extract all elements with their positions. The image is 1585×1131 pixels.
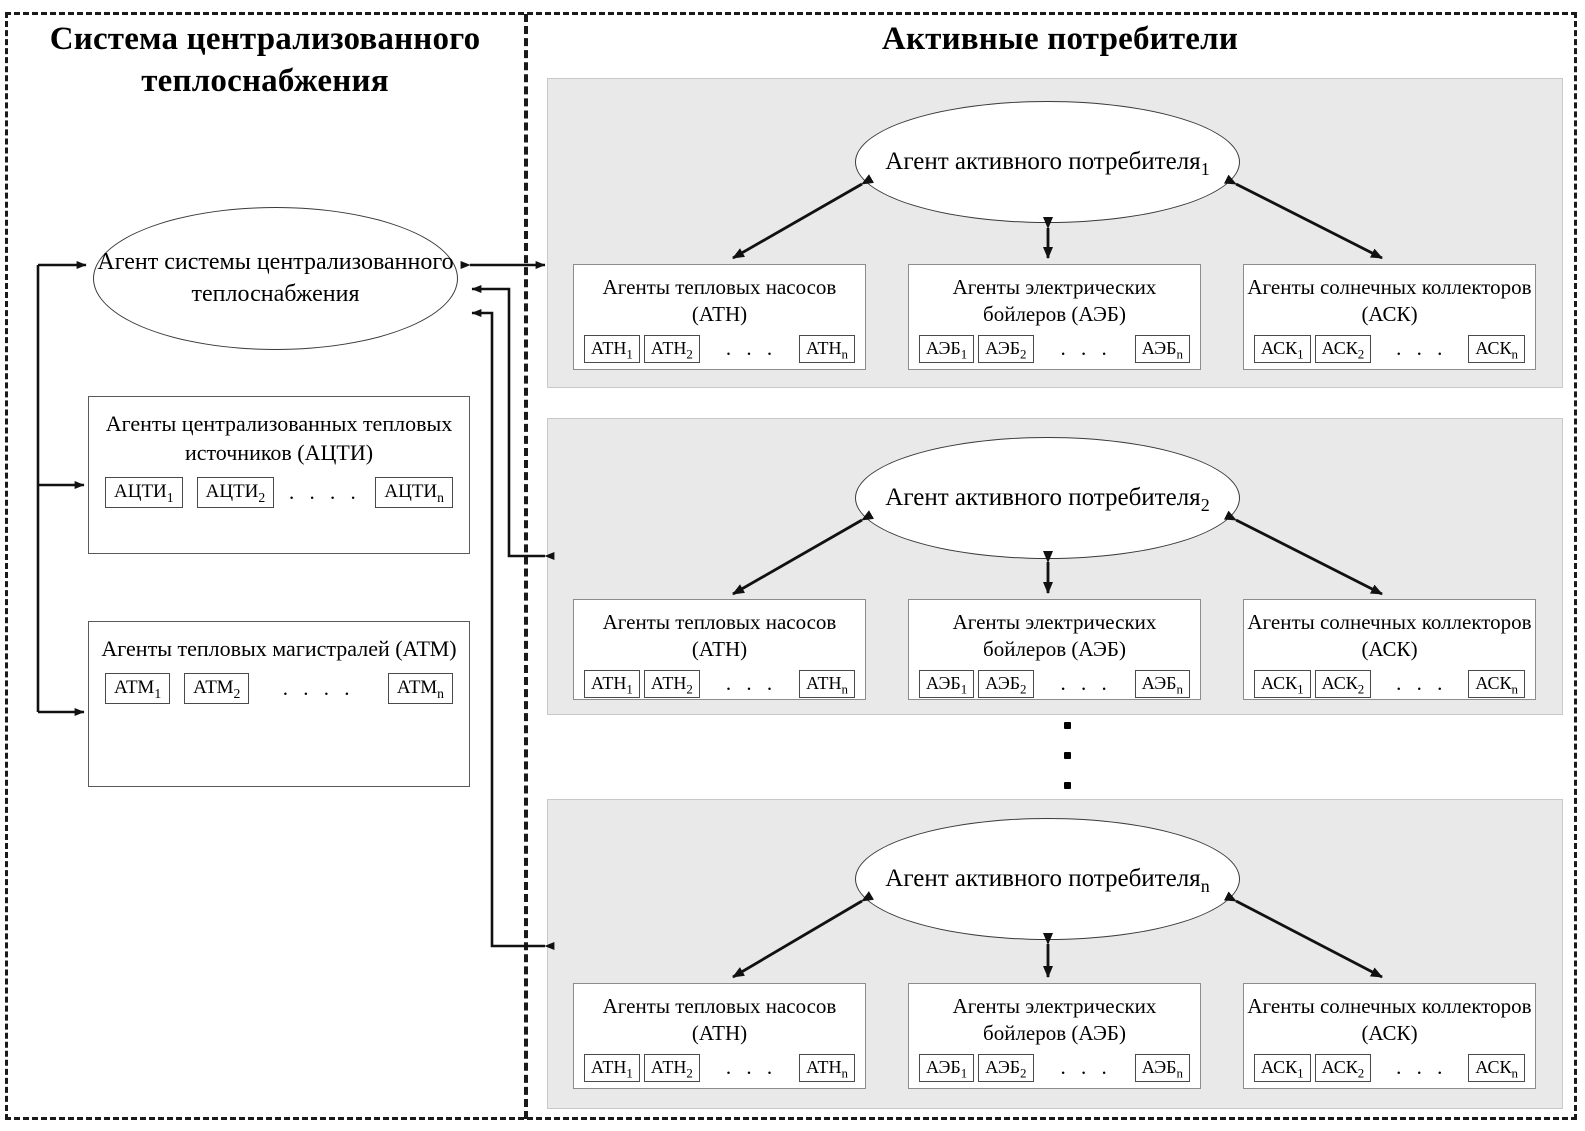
chip-actsi-2[interactable]: АЦТИ2: [196, 477, 275, 509]
gn-electric-boilers-chip-row: АЭБ1 АЭБ2 . . . АЭБn: [909, 1048, 1200, 1082]
chip-g2-ask-n[interactable]: АСКn: [1468, 669, 1525, 698]
chip-gn-aeb-1[interactable]: АЭБ1: [919, 1053, 975, 1082]
g1-solar-collectors-title: Агенты солнечных коллекторов (АСК): [1247, 275, 1532, 327]
chip-gn-atn-2[interactable]: АТН2: [643, 1053, 700, 1082]
ellipsis-g1-aeb: . . .: [1060, 336, 1112, 361]
gn-solar-collectors-box[interactable]: Агенты солнечных коллекторов (АСК) АСК1 …: [1243, 983, 1536, 1089]
heat-mains-box[interactable]: Агенты тепловых магистралей (АТМ) АТМ1 А…: [88, 621, 470, 787]
g1-electric-boilers-title: Агенты электрических бойлеров (АЭБ): [952, 275, 1157, 327]
chip-gn-atn-1[interactable]: АТН1: [584, 1053, 640, 1082]
centralized-heat-sources-box[interactable]: Агенты централизованных тепловых источни…: [88, 396, 470, 554]
ellipsis-g2-aeb: . . .: [1060, 671, 1112, 696]
chip-g2-atn-1[interactable]: АТН1: [584, 669, 640, 698]
g2-electric-boilers-chip-row: АЭБ1 АЭБ2 . . . АЭБn: [909, 664, 1200, 698]
chip-g1-ask-2[interactable]: АСК2: [1314, 334, 1372, 363]
district-heating-system-agent-label: Агент системы централизованного теплосна…: [97, 249, 454, 307]
chip-g1-atn-2[interactable]: АТН2: [643, 334, 700, 363]
chip-g2-aeb-n[interactable]: АЭБn: [1134, 669, 1190, 698]
chip-g1-atn-n[interactable]: АТНn: [799, 334, 855, 363]
g2-heat-pumps-title: Агенты тепловых насосов (АТН): [602, 610, 837, 662]
g2-solar-collectors-chip-row: АСК1 АСК2 . . . АСКn: [1244, 664, 1535, 698]
chip-g1-ask-1[interactable]: АСК1: [1254, 334, 1311, 363]
chip-g2-atn-2[interactable]: АТН2: [643, 669, 700, 698]
page-title-right: Активные потребители: [881, 21, 1239, 57]
centralized-heat-sources-title: Агенты централизованных тепловых источни…: [105, 411, 453, 466]
ellipsis-g1-ask: . . .: [1396, 336, 1448, 361]
chip-g2-ask-2[interactable]: АСК2: [1314, 669, 1372, 698]
active-consumer-agent-n-label: Агент активного потребителяn: [885, 864, 1210, 896]
centralized-heat-sources-chip-row: АЦТИ1 АЦТИ2 . . . . АЦТИn: [89, 467, 469, 509]
heat-mains-title: Агенты тепловых магистралей (АТМ): [101, 636, 457, 661]
g2-heat-pumps-chip-row: АТН1 АТН2 . . . АТНn: [574, 664, 865, 698]
chip-gn-aeb-2[interactable]: АЭБ2: [978, 1053, 1034, 1082]
district-heating-system-agent-ellipse[interactable]: Агент системы централизованного теплосна…: [93, 207, 458, 350]
g2-solar-collectors-title: Агенты солнечных коллекторов (АСК): [1247, 610, 1532, 662]
chip-atm-2[interactable]: АТМ2: [184, 673, 250, 705]
active-consumer-agent-n-ellipse[interactable]: Агент активного потребителяn: [855, 818, 1240, 940]
g2-solar-collectors-box[interactable]: Агенты солнечных коллекторов (АСК) АСК1 …: [1243, 599, 1536, 700]
ellipsis-atm: . . . .: [282, 676, 355, 701]
chip-g1-aeb-n[interactable]: АЭБn: [1134, 334, 1190, 363]
gn-electric-boilers-box[interactable]: Агенты электрических бойлеров (АЭБ) АЭБ1…: [908, 983, 1201, 1089]
ellipsis-actsi: . . . .: [288, 480, 361, 505]
g2-heat-pumps-box[interactable]: Агенты тепловых насосов (АТН) АТН1 АТН2 …: [573, 599, 866, 700]
g1-electric-boilers-chip-row: АЭБ1 АЭБ2 . . . АЭБn: [909, 329, 1200, 363]
active-consumer-agent-2-ellipse[interactable]: Агент активного потребителя2: [855, 437, 1240, 559]
active-consumer-agent-1-ellipse[interactable]: Агент активного потребителя1: [855, 101, 1240, 223]
g1-heat-pumps-box[interactable]: Агенты тепловых насосов (АТН) АТН1 АТН2 …: [573, 264, 866, 370]
ellipsis-g1-atn: . . .: [725, 336, 778, 361]
active-consumer-agent-2-label: Агент активного потребителя2: [885, 483, 1210, 515]
chip-g2-aeb-1[interactable]: АЭБ1: [919, 669, 975, 698]
ellipsis-dot: [1064, 782, 1071, 789]
chip-g2-aeb-2[interactable]: АЭБ2: [978, 669, 1034, 698]
chip-gn-ask-1[interactable]: АСК1: [1254, 1053, 1311, 1082]
gn-solar-collectors-chip-row: АСК1 АСК2 . . . АСКn: [1244, 1048, 1535, 1082]
active-consumer-agent-1-label: Агент активного потребителя1: [885, 147, 1210, 179]
heat-mains-chip-row: АТМ1 АТМ2 . . . . АТМn: [89, 663, 469, 705]
chip-actsi-1[interactable]: АЦТИ1: [105, 477, 183, 509]
g1-heat-pumps-title: Агенты тепловых насосов (АТН): [602, 275, 837, 327]
g1-solar-collectors-chip-row: АСК1 АСК2 . . . АСКn: [1244, 329, 1535, 363]
g1-electric-boilers-box[interactable]: Агенты электрических бойлеров (АЭБ) АЭБ1…: [908, 264, 1201, 370]
ellipsis-g2-ask: . . .: [1396, 671, 1448, 696]
g2-electric-boilers-title: Агенты электрических бойлеров (АЭБ): [952, 610, 1157, 662]
gn-electric-boilers-title: Агенты электрических бойлеров (АЭБ): [952, 994, 1157, 1046]
chip-gn-ask-n[interactable]: АСКn: [1468, 1053, 1525, 1082]
ellipsis-gn-aeb: . . .: [1060, 1055, 1112, 1080]
chip-atm-1[interactable]: АТМ1: [105, 673, 171, 705]
chip-g1-atn-1[interactable]: АТН1: [584, 334, 640, 363]
chip-gn-atn-n[interactable]: АТНn: [799, 1053, 855, 1082]
vertical-dashed-divider: [524, 14, 528, 1119]
gn-solar-collectors-title: Агенты солнечных коллекторов (АСК): [1247, 994, 1532, 1046]
ellipsis-gn-atn: . . .: [725, 1055, 778, 1080]
chip-g1-aeb-2[interactable]: АЭБ2: [978, 334, 1034, 363]
g1-solar-collectors-box[interactable]: Агенты солнечных коллекторов (АСК) АСК1 …: [1243, 264, 1536, 370]
gn-heat-pumps-box[interactable]: Агенты тепловых насосов (АТН) АТН1 АТН2 …: [573, 983, 866, 1089]
chip-g2-ask-1[interactable]: АСК1: [1254, 669, 1311, 698]
chip-g1-aeb-1[interactable]: АЭБ1: [919, 334, 975, 363]
vertical-ellipsis: [1064, 722, 1071, 789]
g2-electric-boilers-box[interactable]: Агенты электрических бойлеров (АЭБ) АЭБ1…: [908, 599, 1201, 700]
outer-dashed-frame: [5, 12, 1577, 1120]
g1-heat-pumps-chip-row: АТН1 АТН2 . . . АТНn: [574, 329, 865, 363]
ellipsis-gn-ask: . . .: [1396, 1055, 1448, 1080]
chip-gn-ask-2[interactable]: АСК2: [1314, 1053, 1372, 1082]
chip-atm-n[interactable]: АТМn: [387, 673, 453, 705]
page-title-left: Система централизованного теплоснабжения: [49, 21, 481, 100]
ellipsis-dot: [1064, 752, 1071, 759]
ellipsis-g2-atn: . . .: [725, 671, 778, 696]
chip-gn-aeb-n[interactable]: АЭБn: [1134, 1053, 1190, 1082]
chip-g2-atn-n[interactable]: АТНn: [799, 669, 855, 698]
gn-heat-pumps-chip-row: АТН1 АТН2 . . . АТНn: [574, 1048, 865, 1082]
chip-g1-ask-n[interactable]: АСКn: [1468, 334, 1525, 363]
gn-heat-pumps-title: Агенты тепловых насосов (АТН): [602, 994, 837, 1046]
ellipsis-dot: [1064, 722, 1071, 729]
chip-actsi-n[interactable]: АЦТИn: [375, 477, 453, 509]
